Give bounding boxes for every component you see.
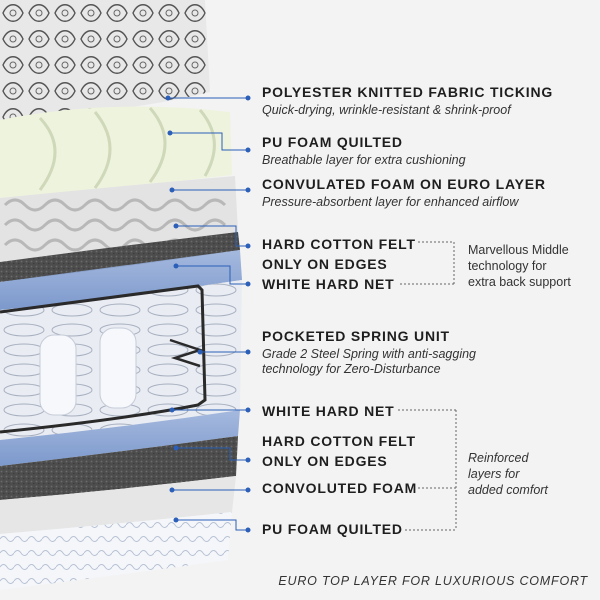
note-reinforced-layers: Reinforced layers for added comfort	[468, 450, 588, 498]
fabric-ticking-layer	[0, 0, 210, 120]
pu-foam-quilted-layer	[0, 106, 232, 198]
label-convoluted-foam-title: CONVOLUTED FOAM	[262, 480, 418, 496]
note-reinforced-line2: layers for	[468, 467, 520, 481]
label-cotton-felt-upper: HARD COTTON FELT ONLY ON EDGES	[262, 236, 416, 272]
pocketed-spring-unit	[0, 280, 242, 440]
label-convulated-foam: CONVULATED FOAM ON EURO LAYER Pressure-a…	[262, 176, 546, 209]
label-fabric-ticking-sub: Quick-drying, wrinkle-resistant & shrink…	[262, 103, 511, 118]
label-pu-foam-quilted-bottom-title: PU FOAM QUILTED	[262, 521, 403, 537]
leader-lines	[168, 97, 248, 531]
footer-caption: EURO TOP LAYER FOR LUXURIOUS COMFORT	[278, 574, 588, 588]
label-spring-unit-sub-line2: technology for Zero-Disturbance	[262, 362, 441, 377]
label-white-net-lower-title: WHITE HARD NET	[262, 403, 395, 419]
note-reinforced-line1: Reinforced	[468, 451, 529, 465]
label-pu-foam-quilted-bottom: PU FOAM QUILTED	[262, 521, 403, 537]
label-cotton-felt-lower-line2: ONLY ON EDGES	[262, 453, 388, 470]
label-pu-foam-quilted: PU FOAM QUILTED Breathable layer for ext…	[262, 134, 466, 167]
note-middle-line3: extra back support	[468, 275, 571, 289]
label-white-net-lower: WHITE HARD NET	[262, 403, 395, 419]
lower-cotton-felt-layer	[0, 436, 238, 500]
note-marvellous-middle: Marvellous Middle technology for extra b…	[468, 242, 598, 290]
convoluted-foam-top-layer	[0, 176, 238, 262]
label-spring-unit-sub-line1: Grade 2 Steel Spring with anti-sagging	[262, 347, 477, 362]
note-middle-line2: technology for	[468, 259, 547, 273]
lower-white-net-layer	[0, 410, 240, 466]
label-cotton-felt-lower-line1: HARD COTTON FELT	[262, 433, 416, 449]
reinforced-group-bracket	[398, 409, 457, 531]
upper-white-net-layer	[0, 250, 242, 310]
label-pu-foam-quilted-sub: Breathable layer for extra cushioning	[262, 153, 466, 168]
middle-group-bracket	[400, 241, 455, 285]
label-cotton-felt-upper-line1: HARD COTTON FELT	[262, 236, 416, 252]
upper-cotton-felt-layer	[0, 232, 240, 282]
label-spring-unit: POCKETED SPRING UNIT Grade 2 Steel Sprin…	[262, 328, 476, 377]
label-pu-foam-quilted-title: PU FOAM QUILTED	[262, 134, 403, 150]
label-spring-unit-title: POCKETED SPRING UNIT	[262, 328, 450, 344]
label-fabric-ticking: POLYESTER KNITTED FABRIC TICKING Quick-d…	[262, 84, 553, 117]
pu-foam-quilted-bottom-layer	[0, 512, 232, 590]
label-convulated-foam-sub: Pressure-absorbent layer for enhanced ai…	[262, 195, 519, 210]
label-fabric-ticking-title: POLYESTER KNITTED FABRIC TICKING	[262, 84, 554, 100]
label-cotton-felt-upper-line2: ONLY ON EDGES	[262, 256, 388, 273]
label-white-net-upper: WHITE HARD NET	[262, 276, 395, 292]
label-convulated-foam-title: CONVULATED FOAM ON EURO LAYER	[262, 176, 546, 192]
leader-dots	[165, 95, 251, 533]
label-convoluted-foam: CONVOLUTED FOAM	[262, 480, 417, 496]
label-white-net-upper-title: WHITE HARD NET	[262, 276, 395, 292]
note-middle-line1: Marvellous Middle	[468, 243, 569, 257]
note-reinforced-line3: added comfort	[468, 483, 548, 497]
label-cotton-felt-lower: HARD COTTON FELT ONLY ON EDGES	[262, 433, 416, 469]
